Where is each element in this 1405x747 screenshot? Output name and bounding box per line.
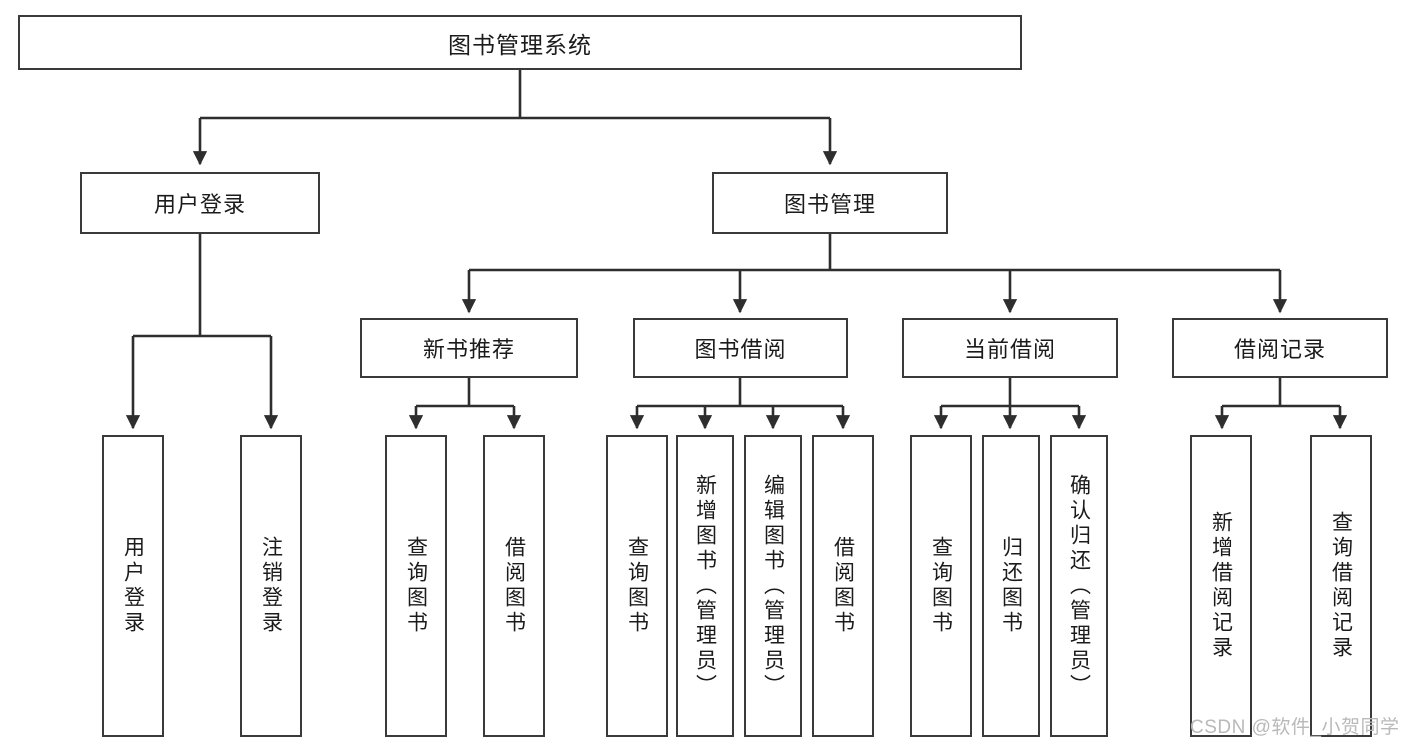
node-user-login[interactable]: 用户登录 — [80, 172, 320, 234]
leaf-add-book-admin[interactable]: 新增图书（管理员） — [676, 435, 734, 737]
node-new-book-recommend[interactable]: 新书推荐 — [360, 318, 578, 378]
leaf-query-borrow-record[interactable]: 查询借阅记录 — [1310, 435, 1372, 737]
node-label: 编辑图书（管理员） — [761, 473, 785, 699]
leaf-edit-book-admin[interactable]: 编辑图书（管理员） — [744, 435, 802, 737]
node-label: 新增图书（管理员） — [693, 473, 717, 699]
node-label: 查询图书 — [625, 536, 649, 636]
leaf-query-book-borrow[interactable]: 查询图书 — [606, 435, 668, 737]
leaf-return-book[interactable]: 归还图书 — [982, 435, 1040, 737]
node-label: 查询图书 — [404, 536, 428, 636]
node-book-management[interactable]: 图书管理 — [712, 172, 948, 234]
leaf-query-book-current[interactable]: 查询图书 — [910, 435, 972, 737]
node-label: 图书借阅 — [694, 337, 787, 362]
node-label: 归还图书 — [999, 536, 1023, 636]
leaf-user-login[interactable]: 用户登录 — [102, 435, 164, 737]
node-label: 借阅图书 — [502, 536, 526, 636]
node-label: 查询图书 — [929, 536, 953, 636]
node-label: 新书推荐 — [422, 337, 515, 362]
node-root-book-management-system[interactable]: 图书管理系统 — [18, 15, 1022, 70]
node-label: 图书管理系统 — [448, 31, 592, 58]
node-label: 新增借阅记录 — [1209, 511, 1233, 661]
node-label: 注销登录 — [259, 536, 283, 636]
node-label: 借阅图书 — [831, 536, 855, 636]
node-label: 用户登录 — [121, 536, 145, 636]
node-borrow-record[interactable]: 借阅记录 — [1172, 318, 1388, 378]
node-label: 借阅记录 — [1233, 337, 1326, 362]
node-label: 确认归还（管理员） — [1067, 473, 1091, 699]
node-label: 当前借阅 — [963, 337, 1056, 362]
node-label: 用户登录 — [153, 192, 246, 217]
node-label: 图书管理 — [783, 192, 876, 217]
leaf-borrow-book-recommend[interactable]: 借阅图书 — [483, 435, 545, 737]
node-book-borrow[interactable]: 图书借阅 — [633, 318, 848, 378]
leaf-add-borrow-record[interactable]: 新增借阅记录 — [1190, 435, 1252, 737]
watermark-text: CSDN @软件_小贺同学 — [1190, 717, 1400, 738]
leaf-borrow-book[interactable]: 借阅图书 — [812, 435, 874, 737]
leaf-logout-login[interactable]: 注销登录 — [240, 435, 302, 737]
node-current-borrow[interactable]: 当前借阅 — [902, 318, 1118, 378]
leaf-confirm-return-admin[interactable]: 确认归还（管理员） — [1050, 435, 1108, 737]
leaf-query-book-recommend[interactable]: 查询图书 — [385, 435, 447, 737]
node-label: 查询借阅记录 — [1329, 511, 1353, 661]
